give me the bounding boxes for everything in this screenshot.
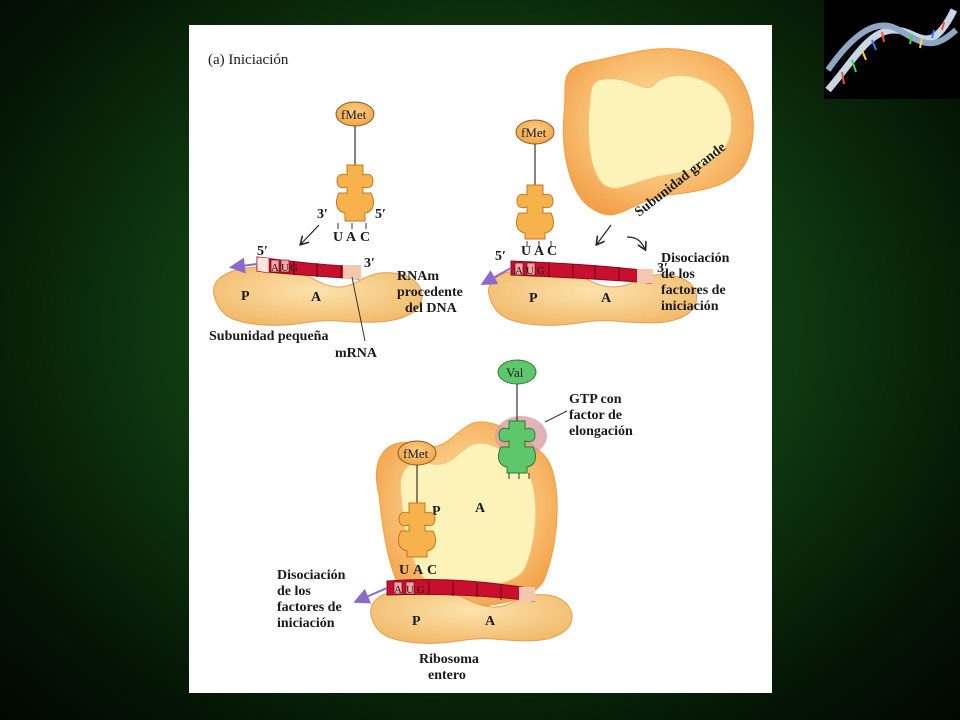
- val-label: Val: [506, 365, 524, 380]
- trna-body-2: [516, 184, 554, 240]
- fmet-label-3: fMet: [403, 446, 429, 461]
- slide-panel: (a) Iniciación P A A U G 5′ 3′ fMet 3′ 5…: [189, 25, 772, 693]
- site-p-large-3: P: [432, 504, 441, 519]
- panel-whole-ribosome: P A P A A U G fMet U A C Val: [277, 359, 633, 683]
- trna-body-3: [398, 502, 436, 558]
- purple-arrow-3: [353, 587, 388, 604]
- ribosome-line2: entero: [428, 668, 466, 683]
- anticodon-c-1: C: [360, 230, 370, 245]
- rna-source-line3: del DNA: [405, 301, 458, 316]
- mrna-3-1: 3′: [364, 256, 375, 271]
- dissoc2-line3: factores de: [661, 283, 726, 298]
- figure-title: (a) Iniciación: [208, 52, 289, 68]
- codon-base: [393, 581, 403, 595]
- val-trna-body: [498, 420, 536, 474]
- anticodon-u-2: U: [521, 244, 531, 259]
- anticodon-a-3: A: [413, 563, 424, 578]
- fmet-label-1: fMet: [341, 107, 367, 122]
- mrna-5-2: 5′: [495, 249, 506, 264]
- panel-small-subunit: P A A U G 5′ 3′ fMet 3′ 5′ U A C Subunid…: [209, 101, 423, 361]
- site-p-2: P: [529, 291, 538, 306]
- codon-u-2: U: [526, 265, 534, 277]
- dissoc2-line4: iniciación: [661, 299, 719, 314]
- gtp-pointer: [544, 410, 568, 423]
- end-3-1: 3′: [317, 207, 328, 222]
- anticodon-a-2: A: [534, 244, 545, 259]
- arrow-away-2: [626, 236, 645, 249]
- mrna-pointer: [351, 276, 366, 342]
- purple-arrow-1: [229, 257, 258, 274]
- dna-helix-logo: [824, 0, 960, 99]
- anticodon-u-1: U: [333, 230, 343, 245]
- site-a-1: A: [311, 290, 322, 305]
- site-a-large-3: A: [475, 501, 486, 516]
- codon-u-3: U: [406, 584, 414, 596]
- gtp-line2: factor de: [569, 408, 622, 423]
- mrna-5-end-1: [256, 256, 270, 274]
- codon-u-1: U: [281, 262, 289, 274]
- anticodon-a-1: A: [346, 230, 357, 245]
- codon-base: [270, 259, 280, 273]
- fmet-label-2: fMet: [521, 125, 547, 140]
- mrna-3-2: 3′: [657, 261, 668, 276]
- arrow-down-2: [597, 224, 612, 244]
- mrna-end-1: [343, 265, 361, 279]
- codon-a-2: A: [515, 265, 523, 277]
- translation-initiation-diagram: (a) Iniciación P A A U G 5′ 3′ fMet 3′ 5…: [208, 48, 754, 683]
- gtp-line1: GTP con: [569, 392, 622, 407]
- codon-base: [280, 259, 290, 273]
- mrna-end-2: [637, 269, 653, 283]
- anticodon-c-2: C: [547, 244, 557, 259]
- purple-arrow-2: [480, 267, 512, 285]
- codon-g-3: G: [417, 584, 425, 596]
- site-a-small-3: A: [485, 614, 496, 629]
- codon-g-1: G: [290, 262, 298, 274]
- mrna-label: mRNA: [335, 346, 378, 361]
- anticodon-u-3: U: [399, 563, 409, 578]
- dissoc2-line1: Disociación: [661, 251, 730, 266]
- mrna-end-3: [519, 587, 535, 601]
- small-subunit-label: Subunidad pequeña: [209, 329, 328, 344]
- dna-helix-icon: [825, 8, 959, 93]
- large-subunit-inner-2: [587, 74, 733, 189]
- dissoc3-line3: factores de: [277, 600, 342, 615]
- codon-base: [526, 262, 536, 276]
- trna-body-1: [336, 164, 374, 222]
- dissoc3-line2: de los: [277, 584, 311, 599]
- dissoc3-line1: Disociación: [277, 568, 346, 583]
- ribosome-line1: Ribosoma: [419, 652, 479, 667]
- codon-base: [514, 262, 524, 276]
- site-p-1: P: [241, 289, 250, 304]
- mrna-5-1: 5′: [257, 244, 268, 259]
- site-a-2: A: [601, 291, 612, 306]
- gtp-line3: elongación: [569, 424, 633, 439]
- site-p-small-3: P: [412, 614, 421, 629]
- anticodon-c-3: C: [427, 563, 437, 578]
- dissoc3-line4: iniciación: [277, 616, 335, 631]
- dissoc2-line2: de los: [661, 267, 695, 282]
- end-5-1: 5′: [375, 207, 386, 222]
- codon-base: [405, 581, 415, 595]
- codon-a-3: A: [394, 584, 402, 596]
- codon-a-1: A: [271, 262, 279, 274]
- codon-g-2: G: [537, 265, 545, 277]
- rna-source-line2: procedente: [397, 285, 463, 300]
- arrow-down-1: [301, 224, 320, 244]
- rna-source-line1: RNAm: [397, 269, 439, 284]
- panel-large-subunit-join: Subunidad grande P A A U G 5′ 3′ fMet U …: [397, 48, 754, 326]
